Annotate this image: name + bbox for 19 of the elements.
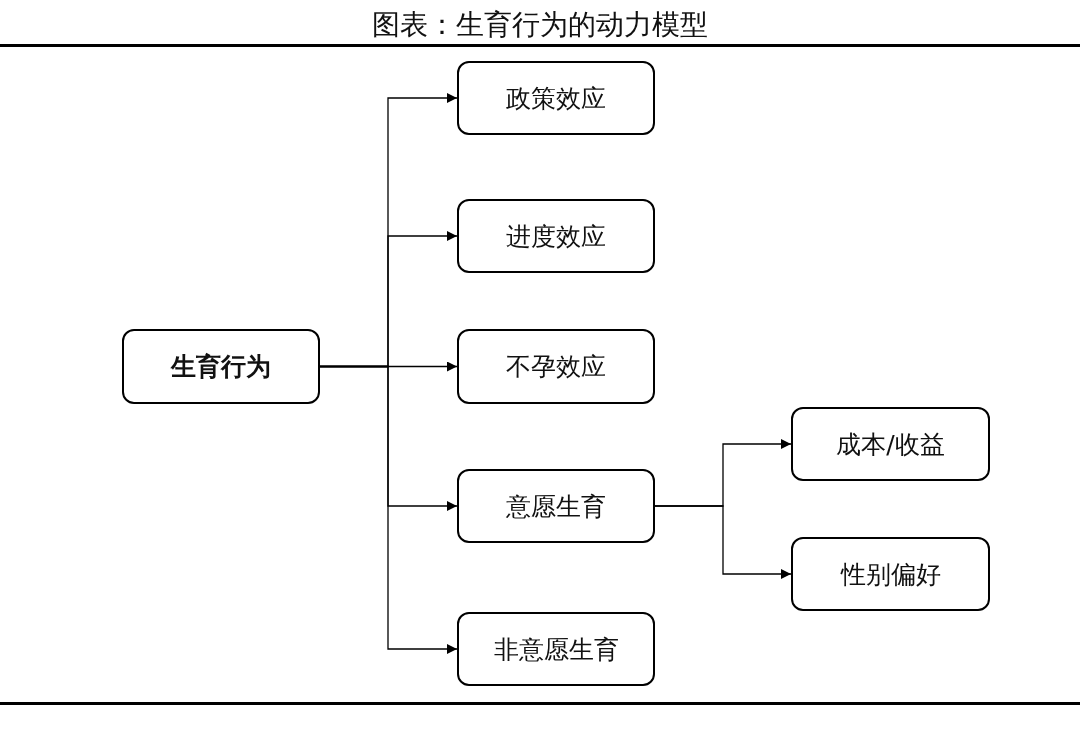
arrow xyxy=(319,365,458,654)
node-label: 不孕效应 xyxy=(506,351,606,383)
node-label: 成本/收益 xyxy=(836,428,945,461)
node-label: 进度效应 xyxy=(506,220,606,253)
node-label: 政策效应 xyxy=(506,82,606,115)
process-box xyxy=(457,612,655,686)
process-box xyxy=(791,407,990,481)
process-box xyxy=(457,61,655,135)
node-label: 非意愿生育 xyxy=(493,633,619,666)
process-box xyxy=(457,329,655,404)
process-box xyxy=(122,329,320,404)
node-label: 意愿生育 xyxy=(506,490,606,523)
process-box xyxy=(791,537,990,611)
process-box xyxy=(457,199,655,273)
arrow xyxy=(654,505,792,579)
process-box xyxy=(457,469,655,543)
chart-title: 图表：生育行为的动力模型 xyxy=(371,7,709,43)
node-label: 生育行为 xyxy=(171,351,271,383)
node-label: 性别偏好 xyxy=(840,558,941,591)
